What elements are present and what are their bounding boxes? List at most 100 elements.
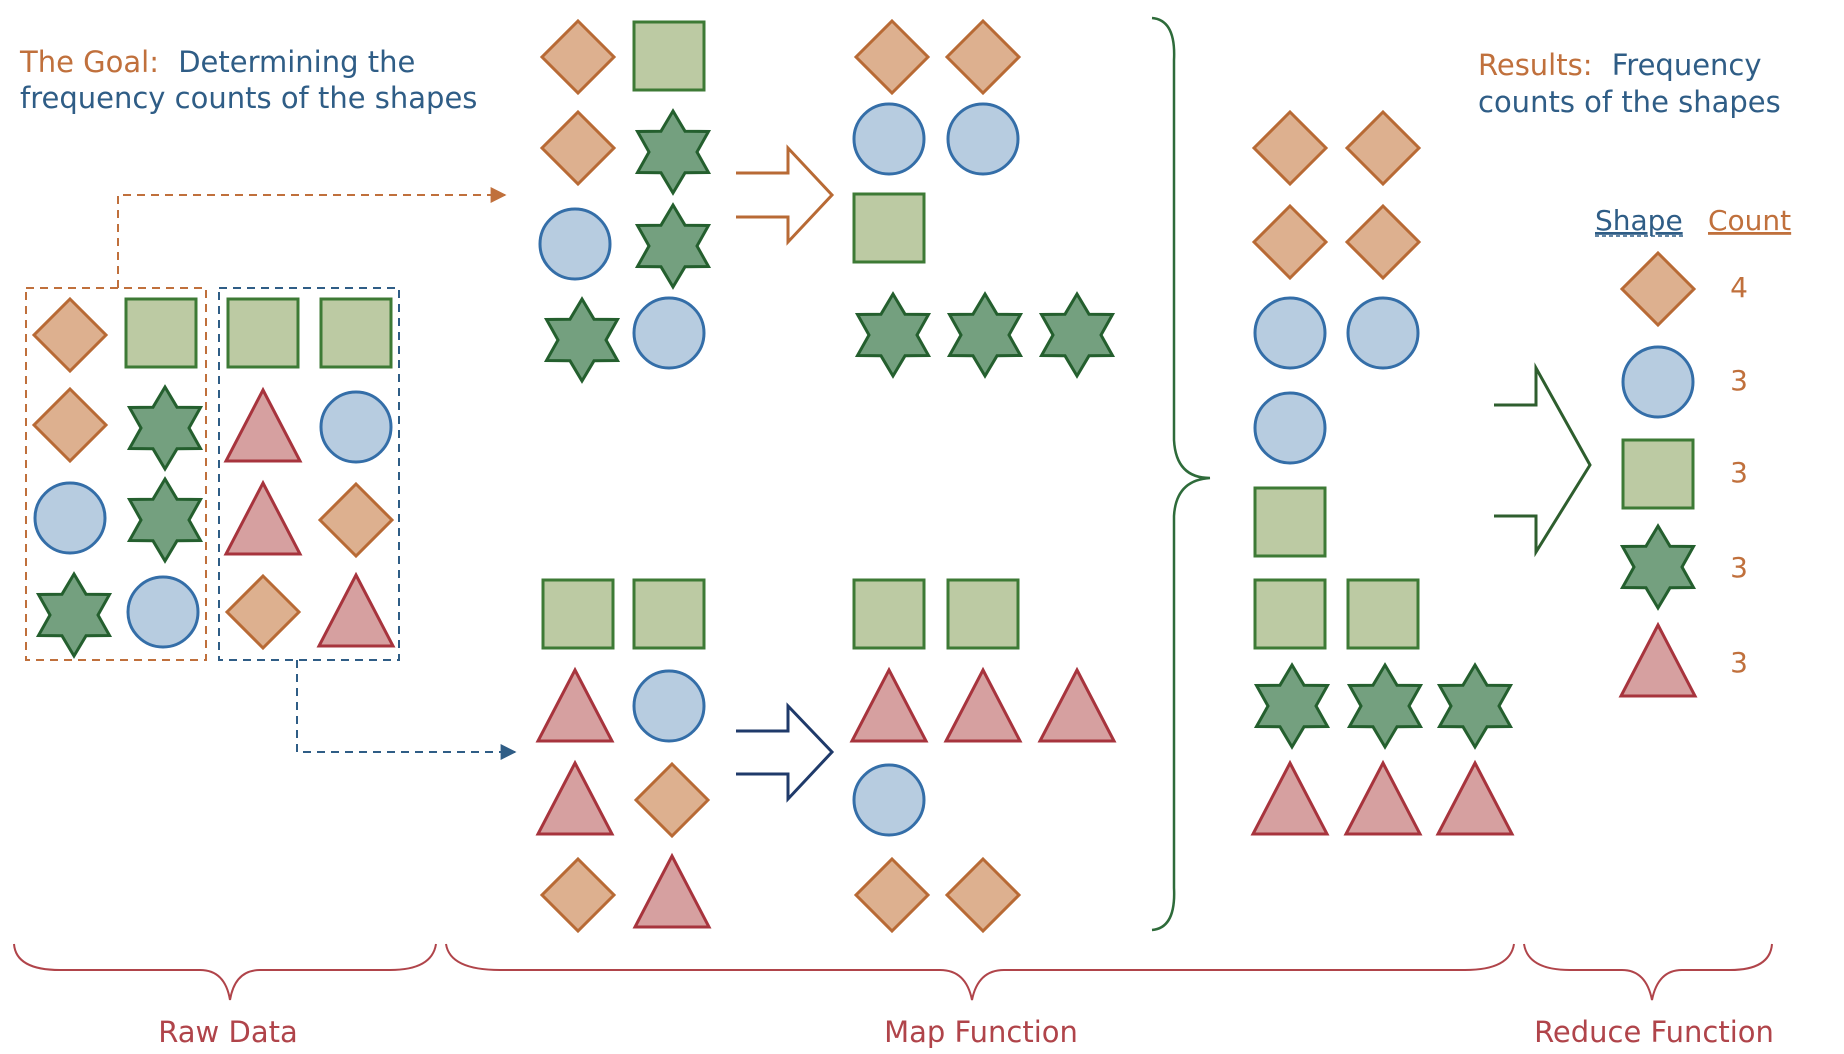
square-icon bbox=[319, 297, 393, 369]
diamond-icon bbox=[224, 573, 302, 651]
triangle-icon bbox=[849, 666, 929, 743]
split-arrow-bottom bbox=[296, 660, 517, 760]
raw-data-brace bbox=[13, 943, 437, 1001]
count-square: 3 bbox=[1730, 456, 1748, 489]
diamond-icon bbox=[944, 18, 1022, 96]
diamond-icon bbox=[944, 856, 1022, 934]
shapes-layer bbox=[31, 18, 1698, 934]
split-arrow-top bbox=[117, 187, 507, 288]
triangle-icon bbox=[1343, 759, 1423, 836]
square-icon bbox=[1253, 486, 1327, 558]
stage-reduce-function: Reduce Function bbox=[1534, 1015, 1774, 1049]
square-icon bbox=[541, 578, 615, 650]
map-arrow-bottom bbox=[736, 702, 835, 803]
table-header-count: Count bbox=[1708, 204, 1791, 237]
count-circle: 3 bbox=[1730, 364, 1748, 397]
map-arrow-top bbox=[736, 144, 835, 246]
square-icon bbox=[1621, 438, 1695, 510]
diamond-icon bbox=[1251, 203, 1329, 281]
raw-data-group-1 bbox=[25, 287, 207, 661]
reduce-arrow bbox=[1494, 362, 1592, 558]
star-icon bbox=[126, 476, 204, 564]
square-icon bbox=[1346, 578, 1420, 650]
goal-line1: Determining the bbox=[178, 45, 415, 79]
circle-icon bbox=[33, 481, 107, 555]
star-icon bbox=[1346, 662, 1424, 750]
triangle-icon bbox=[535, 759, 615, 836]
circle-icon bbox=[1253, 391, 1327, 465]
star-icon bbox=[634, 108, 712, 196]
triangle-icon bbox=[1250, 759, 1330, 836]
results-title: Results: Frequency bbox=[1478, 48, 1762, 82]
circle-icon bbox=[632, 669, 706, 743]
diamond-icon bbox=[539, 109, 617, 187]
star-icon bbox=[946, 291, 1024, 379]
star-icon bbox=[1436, 662, 1514, 750]
results-line1: Frequency bbox=[1612, 48, 1762, 82]
diamond-icon bbox=[1251, 109, 1329, 187]
circle-icon bbox=[126, 575, 200, 649]
diamond-icon bbox=[1344, 203, 1422, 281]
triangle-icon bbox=[1435, 759, 1515, 836]
circle-icon bbox=[538, 207, 612, 281]
diamond-icon bbox=[853, 18, 931, 96]
goal-line2: frequency counts of the shapes bbox=[20, 81, 477, 115]
square-icon bbox=[1253, 578, 1327, 650]
circle-icon bbox=[852, 763, 926, 837]
goal-label: The Goal: bbox=[19, 45, 159, 79]
count-diamond: 4 bbox=[1730, 271, 1748, 304]
triangle-icon bbox=[223, 386, 303, 463]
diamond-icon bbox=[633, 761, 711, 839]
diamond-icon bbox=[317, 481, 395, 559]
triangle-icon bbox=[316, 571, 396, 648]
circle-icon bbox=[1253, 296, 1327, 370]
diamond-icon bbox=[539, 18, 617, 96]
square-icon bbox=[852, 192, 926, 264]
triangle-icon bbox=[1037, 666, 1117, 743]
circle-icon bbox=[852, 102, 926, 176]
star-icon bbox=[634, 202, 712, 290]
star-icon bbox=[1038, 291, 1116, 379]
triangle-icon bbox=[943, 666, 1023, 743]
square-icon bbox=[124, 297, 198, 369]
square-icon bbox=[946, 578, 1020, 650]
star-icon bbox=[1619, 523, 1697, 611]
triangle-icon bbox=[632, 852, 712, 929]
circle-icon bbox=[632, 296, 706, 370]
star-icon bbox=[1253, 662, 1331, 750]
circle-icon bbox=[1346, 296, 1420, 370]
square-icon bbox=[632, 20, 706, 92]
triangle-icon bbox=[1618, 621, 1698, 698]
diamond-icon bbox=[31, 296, 109, 374]
circle-icon bbox=[946, 102, 1020, 176]
diamond-icon bbox=[1619, 250, 1697, 328]
map-function-brace bbox=[445, 943, 1515, 1001]
star-icon bbox=[543, 296, 621, 384]
count-triangle: 3 bbox=[1730, 646, 1748, 679]
diamond-icon bbox=[539, 856, 617, 934]
circle-icon bbox=[319, 390, 393, 464]
square-icon bbox=[852, 578, 926, 650]
star-icon bbox=[854, 291, 932, 379]
star-icon bbox=[35, 571, 113, 659]
goal-title: The Goal: Determining the bbox=[19, 45, 415, 79]
results-line2: counts of the shapes bbox=[1478, 85, 1781, 119]
reduce-function-brace bbox=[1523, 943, 1773, 1001]
stage-raw-data: Raw Data bbox=[158, 1015, 297, 1049]
square-icon bbox=[226, 297, 300, 369]
count-star: 3 bbox=[1730, 551, 1748, 584]
star-icon bbox=[126, 384, 204, 472]
results-label: Results: bbox=[1478, 48, 1593, 82]
raw-data-group-2 bbox=[218, 287, 400, 661]
shuffle-brace bbox=[1151, 16, 1211, 932]
circle-icon bbox=[1621, 345, 1695, 419]
diamond-icon bbox=[1344, 109, 1422, 187]
table-header-shape: Shape bbox=[1595, 204, 1683, 237]
diamond-icon bbox=[31, 386, 109, 464]
triangle-icon bbox=[535, 666, 615, 743]
stage-map-function: Map Function bbox=[884, 1015, 1078, 1049]
triangle-icon bbox=[223, 479, 303, 556]
diamond-icon bbox=[853, 856, 931, 934]
square-icon bbox=[632, 578, 706, 650]
